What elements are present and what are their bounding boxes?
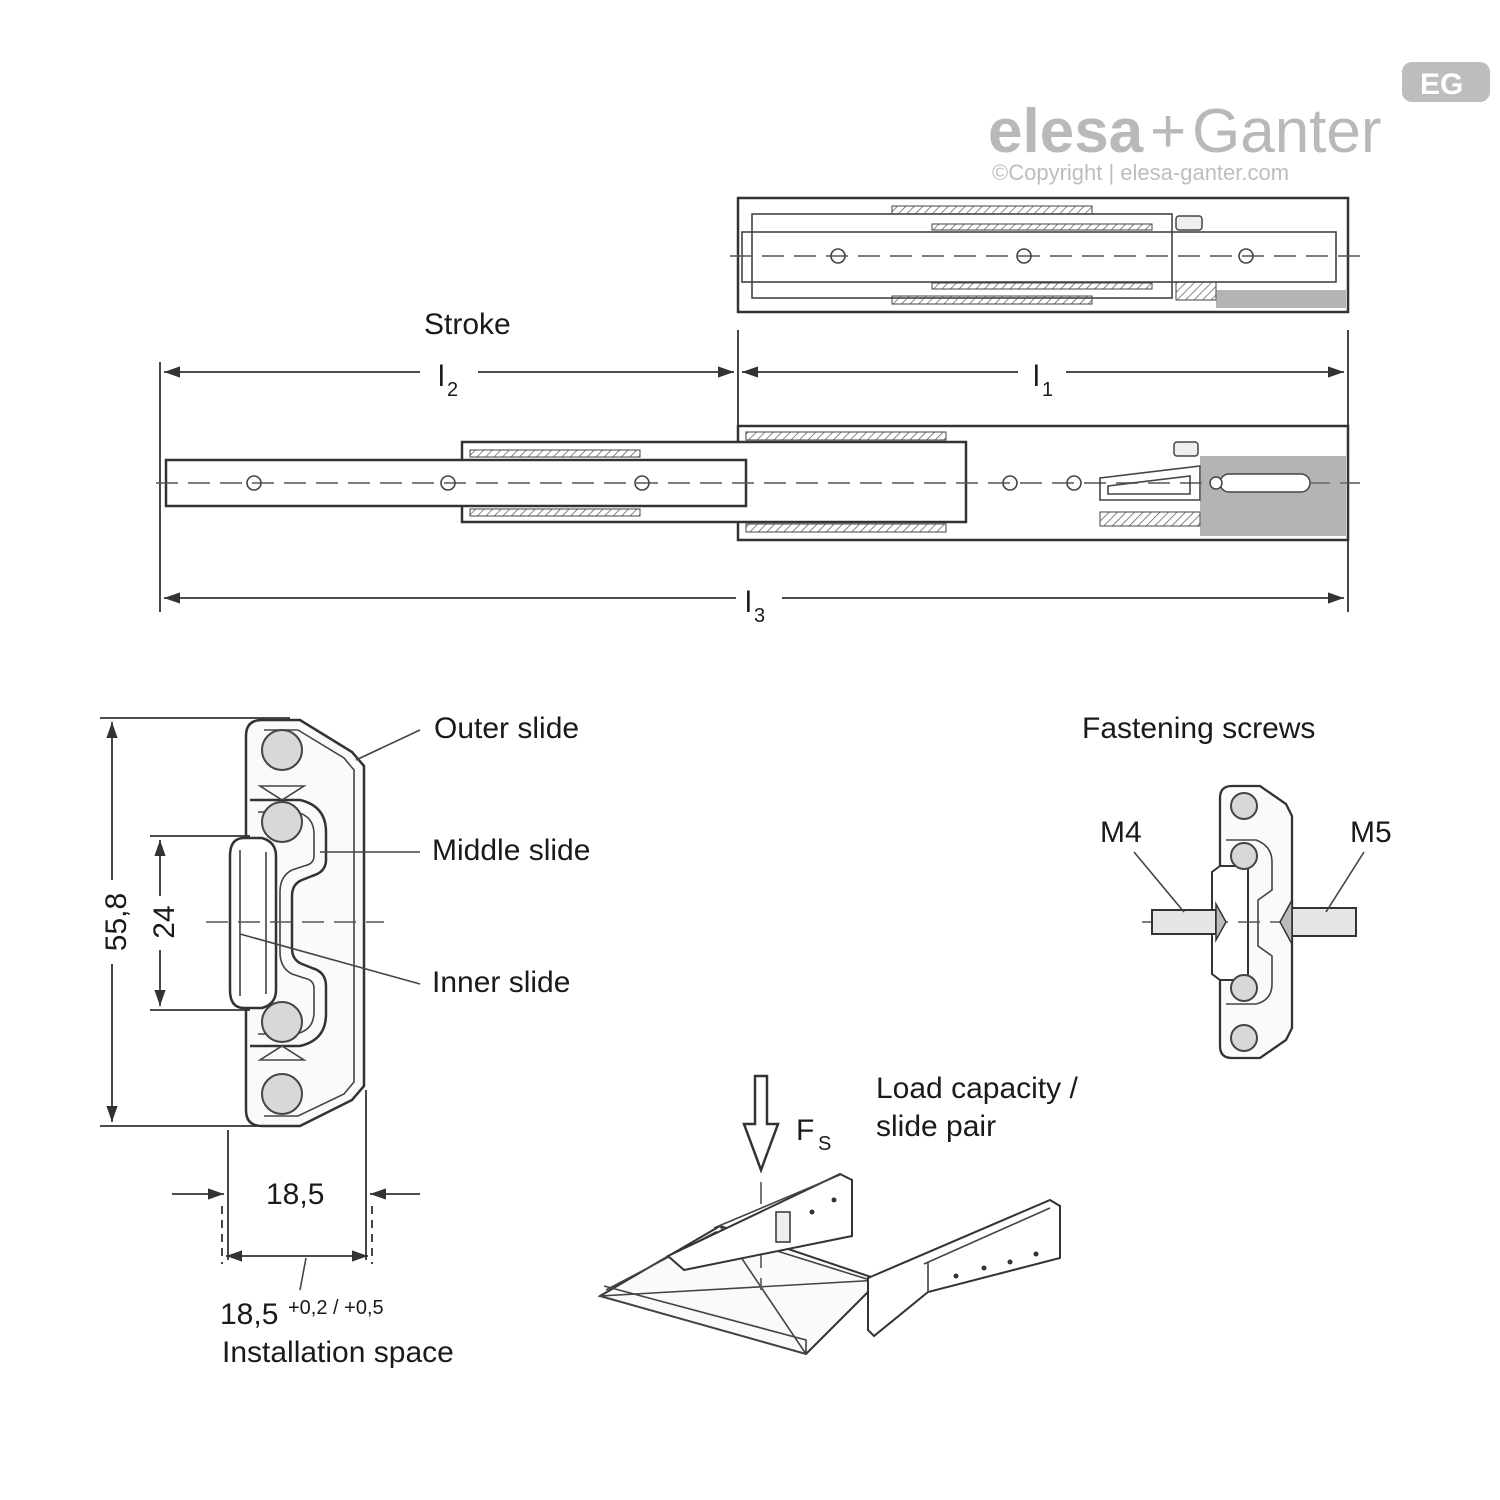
m4-screw-icon — [1151, 909, 1217, 935]
logo-brand-ganter: Ganter — [1192, 97, 1382, 166]
dim-l3: l 3 — [745, 586, 765, 627]
stroke-label: Stroke — [424, 308, 511, 341]
dim-l1: l 1 — [1033, 360, 1053, 401]
dim-inner-height: 24 — [148, 905, 181, 938]
dim-l2: l 2 — [438, 360, 458, 401]
brand-logo: elesa + Ganter ©Copyright | elesa-ganter… — [988, 62, 1490, 185]
force-label: F — [796, 1114, 814, 1147]
load-arrow-icon — [742, 1074, 780, 1174]
ball-bearing — [1230, 1024, 1258, 1052]
logo-plus: + — [1150, 97, 1186, 166]
middle-slide-label: Middle slide — [432, 834, 590, 867]
mount-hole — [634, 475, 650, 491]
ball-bearing — [261, 1001, 303, 1043]
cross-section — [206, 718, 384, 1128]
load-capacity-line2: slide pair — [876, 1110, 996, 1143]
release-lever — [1099, 441, 1346, 536]
ball-bearing — [1230, 842, 1258, 870]
mount-hole — [1238, 248, 1254, 264]
logo-copyright: ©Copyright | elesa-ganter.com — [992, 160, 1289, 185]
dim-install-tolerance: +0,2 / +0,5 — [288, 1297, 384, 1319]
ball-bearing — [261, 801, 303, 843]
fastening-title: Fastening screws — [1082, 712, 1315, 745]
logo-badge-text: EG — [1420, 68, 1463, 101]
mount-hole — [1066, 475, 1082, 491]
m4-label: M4 — [1100, 816, 1142, 849]
dim-l2-sub: 2 — [447, 379, 458, 401]
ball-bearing — [261, 1073, 303, 1115]
dim-l2-letter: l — [438, 360, 445, 393]
m5-screw-icon — [1291, 907, 1357, 937]
m5-label: M5 — [1350, 816, 1392, 849]
extended-slide-view — [156, 424, 1360, 542]
dim-height: 55,8 — [100, 893, 133, 951]
fastening-cross-section — [1142, 784, 1362, 1060]
ball-cage-top — [891, 205, 1153, 305]
load-capacity-line1: Load capacity / — [876, 1072, 1078, 1105]
drawer-isometric — [597, 1172, 1061, 1356]
mount-hole — [1002, 475, 1018, 491]
dim-width: 18,5 — [266, 1178, 324, 1211]
mount-hole — [440, 475, 456, 491]
dim-l3-sub: 3 — [754, 605, 765, 627]
dim-l1-sub: 1 — [1042, 379, 1053, 401]
mount-hole — [830, 248, 846, 264]
logo-brand-elesa: elesa — [988, 97, 1144, 166]
mount-hole — [1016, 248, 1032, 264]
force-sub: S — [818, 1133, 831, 1155]
dim-install-width: 18,5 — [220, 1298, 278, 1331]
closed-slide-view — [730, 196, 1360, 314]
dim-l1-letter: l — [1033, 360, 1040, 393]
outer-slide-label: Outer slide — [434, 712, 579, 745]
ball-bearing — [1230, 974, 1258, 1002]
logo-badge-icon — [1402, 62, 1490, 102]
inner-slide-label: Inner slide — [432, 966, 570, 999]
ball-bearing — [1230, 792, 1258, 820]
dim-l3-letter: l — [745, 586, 752, 619]
installation-space-label: Installation space — [222, 1336, 454, 1369]
mount-hole — [246, 475, 262, 491]
inner-slide-profile — [228, 836, 278, 1010]
ball-bearing — [261, 729, 303, 771]
